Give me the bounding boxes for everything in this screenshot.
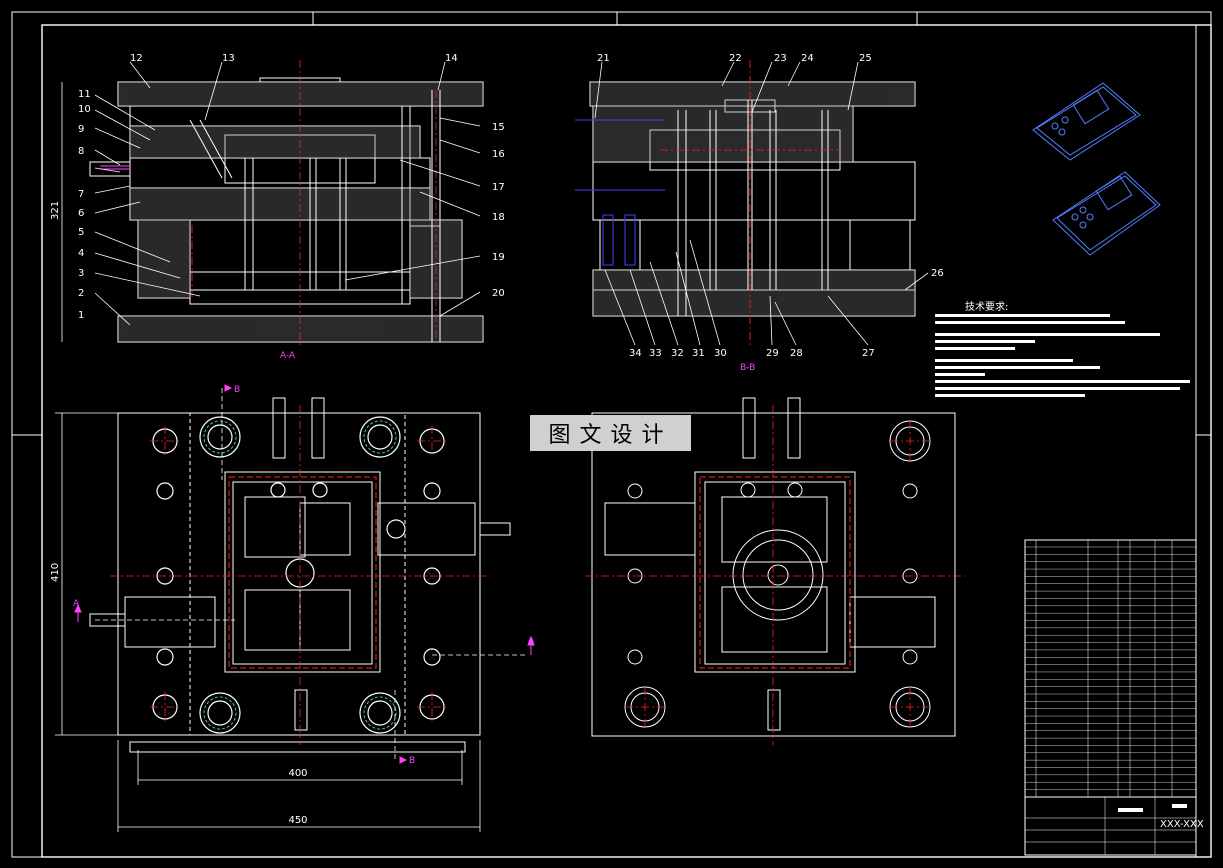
callout-28: 28 xyxy=(790,348,803,359)
technical-requirements: 技术要求: xyxy=(935,300,1190,397)
section-label-b-b: B-B xyxy=(740,363,755,373)
callout-15: 15 xyxy=(492,122,505,133)
callout-14: 14 xyxy=(445,53,458,64)
tech-requirements-title: 技术要求: xyxy=(965,300,1008,313)
dimension-321: 321 xyxy=(50,201,61,220)
callout-33: 33 xyxy=(649,348,662,359)
section-a-a-view xyxy=(61,60,484,345)
callout-1: 1 xyxy=(78,310,84,321)
callout-17: 17 xyxy=(492,182,505,193)
callout-25: 25 xyxy=(859,53,872,64)
callout-5: 5 xyxy=(78,227,84,238)
dimension-450: 450 xyxy=(288,815,307,826)
callout-24: 24 xyxy=(801,53,814,64)
dimension-410: 410 xyxy=(50,563,61,582)
callout-11: 11 xyxy=(78,89,91,100)
callout-3: 3 xyxy=(78,268,84,279)
callout-27: 27 xyxy=(862,348,875,359)
callout-21: 21 xyxy=(597,53,610,64)
callout-34: 34 xyxy=(629,348,642,359)
section-marker-a-right: A xyxy=(528,636,535,646)
plan-view-fixed-half xyxy=(585,397,965,745)
callout-16: 16 xyxy=(492,149,505,160)
callout-2: 2 xyxy=(78,288,84,299)
callout-10: 10 xyxy=(78,104,91,115)
watermark-stamp: 图文设计 xyxy=(530,415,691,451)
callout-20: 20 xyxy=(492,288,505,299)
callout-22: 22 xyxy=(729,53,742,64)
plan-view-moving-half: A A B B xyxy=(55,384,535,832)
callout-19: 19 xyxy=(492,252,505,263)
callout-29: 29 xyxy=(766,348,779,359)
callout-6: 6 xyxy=(78,208,84,219)
drawing-number: XXX-XXX xyxy=(1160,819,1204,830)
section-marker-a-left: A xyxy=(73,599,80,609)
callout-7: 7 xyxy=(78,189,84,200)
callout-30: 30 xyxy=(714,348,727,359)
callout-32: 32 xyxy=(671,348,684,359)
callout-numbers: 11 10 9 8 7 6 5 4 3 2 1 12 13 14 15 16 1… xyxy=(78,53,944,359)
callout-26: 26 xyxy=(931,268,944,279)
callout-13: 13 xyxy=(222,53,235,64)
section-marker-b-bottom: B xyxy=(409,756,415,766)
callout-23: 23 xyxy=(774,53,787,64)
inner-border xyxy=(41,24,1212,858)
section-marker-b-top: B xyxy=(234,385,240,395)
section-b-b-view xyxy=(575,60,929,346)
bill-of-materials-table: XXX-XXX xyxy=(1024,539,1204,856)
callout-12: 12 xyxy=(130,53,143,64)
section-label-a-a: A-A xyxy=(280,351,296,361)
callout-18: 18 xyxy=(492,212,505,223)
dimension-400: 400 xyxy=(288,768,307,779)
callout-4: 4 xyxy=(78,248,84,259)
callout-9: 9 xyxy=(78,124,84,135)
callout-31: 31 xyxy=(692,348,705,359)
callout-8: 8 xyxy=(78,146,84,157)
part-isometric-views xyxy=(1032,82,1161,256)
